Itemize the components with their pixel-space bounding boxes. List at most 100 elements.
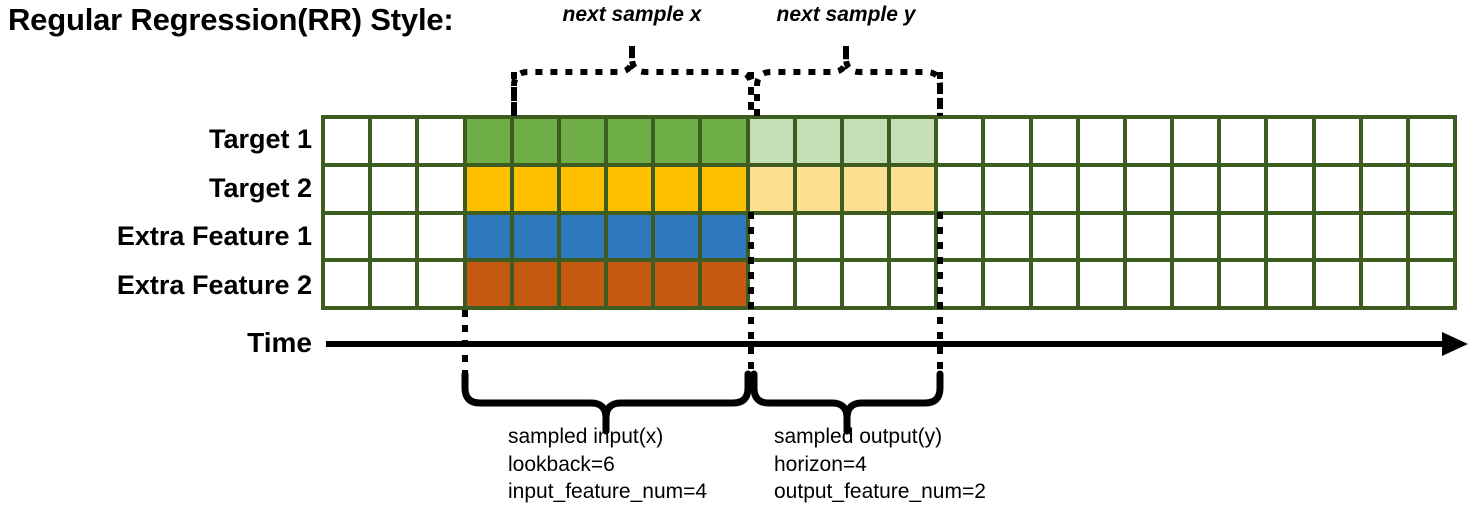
grid-cell-extra-feature-2-17-empty [1079, 262, 1123, 306]
grid-cell-target-2-8-input [655, 166, 699, 211]
grid-cell-target-2-5-input [513, 166, 557, 211]
grid-cell-target-2-7-input [608, 166, 652, 211]
grid-cell-target-1-19-empty [1174, 119, 1218, 163]
grid-cell-extra-feature-1-6-input [560, 214, 604, 259]
grid-cell-extra-feature-1-5-input [513, 214, 557, 259]
grid-cell-extra-feature-1-12-output [843, 214, 887, 259]
label-next-sample-y: next sample y [776, 3, 916, 26]
grid-cell-extra-feature-1-3-empty [419, 214, 463, 259]
grid-cell-target-2-18-empty [1126, 166, 1170, 211]
grid-cell-target-2-16-empty [1032, 166, 1076, 211]
row-label-extra-feature-2: Extra Feature 2 [116, 270, 312, 300]
time-axis-label: Time [247, 327, 312, 358]
grid-cell-extra-feature-2-15-empty [985, 262, 1029, 306]
grid-cell-target-2-15-empty [985, 166, 1029, 211]
grid-cell-target-2-20-empty [1221, 166, 1265, 211]
grid-cell-extra-feature-1-11-output [796, 214, 840, 259]
grid-cell-target-2-6-input [560, 166, 604, 211]
grid-cell-extra-feature-2-9-input [702, 262, 746, 306]
grid-cell-extra-feature-2-7-input [608, 262, 652, 306]
grid-cell-target-1-4-input [466, 119, 510, 163]
grid-cell-target-1-20-empty [1221, 119, 1265, 163]
row-label-target-2: Target 2 [208, 173, 312, 203]
grid-cell-extra-feature-2-23-empty [1362, 262, 1406, 306]
grid-cell-target-2-21-empty [1268, 166, 1312, 211]
grid-cell-extra-feature-1-14-empty [938, 214, 982, 259]
sampled-output-line-1: sampled output(y) [774, 425, 943, 448]
grid-cell-extra-feature-2-6-input [560, 262, 604, 306]
grid-cell-target-1-8-input [655, 119, 699, 163]
grid-cell-extra-feature-1-8-input [655, 214, 699, 259]
grid-cell-target-2-3-empty [419, 166, 463, 211]
grid-cell-extra-feature-1-15-empty [985, 214, 1029, 259]
brace-next-sample-x [511, 46, 754, 116]
grid-cell-target-2-22-empty [1315, 166, 1359, 211]
grid-cell-extra-feature-2-3-empty [419, 262, 463, 306]
grid-cell-extra-feature-2-24-empty [1409, 262, 1453, 306]
grid-cell-extra-feature-1-23-empty [1362, 214, 1406, 259]
label-next-sample-x: next sample x [562, 3, 702, 26]
grid-cell-extra-feature-2-8-input [655, 262, 699, 306]
grid-cell-target-1-6-input [560, 119, 604, 163]
grid-cell-extra-feature-1-7-input [608, 214, 652, 259]
grid-cell-target-2-2-empty [372, 166, 416, 211]
grid-cell-target-2-23-empty [1362, 166, 1406, 211]
grid-cell-extra-feature-2-22-empty [1315, 262, 1359, 306]
row-label-column: Target 1 Target 2 Extra Feature 1 Extra … [0, 115, 312, 310]
brace-next-sample-y [754, 46, 943, 116]
grid-cell-extra-feature-2-11-output [796, 262, 840, 306]
grid-cell-extra-feature-1-22-empty [1315, 214, 1359, 259]
grid-cell-target-2-9-input [702, 166, 746, 211]
timeline-grid [321, 115, 1457, 310]
grid-cell-target-1-7-input [608, 119, 652, 163]
grid-cell-target-2-14-empty [938, 166, 982, 211]
grid-cell-target-1-13-output [891, 119, 935, 163]
grid-cell-extra-feature-2-1-empty [325, 262, 369, 306]
grid-cell-target-1-2-empty [372, 119, 416, 163]
sampled-input-line-2: lookback=6 [508, 452, 615, 476]
grid-cell-extra-feature-2-19-empty [1174, 262, 1218, 306]
grid-cell-extra-feature-2-14-empty [938, 262, 982, 306]
grid-cell-extra-feature-2-20-empty [1221, 262, 1265, 306]
grid-cell-target-2-13-output [891, 166, 935, 211]
row-label-target-1: Target 1 [208, 124, 312, 154]
sampled-input-line-3: input_feature_num=4 [508, 480, 708, 504]
grid-cell-target-1-5-input [513, 119, 557, 163]
grid-cell-target-2-12-output [843, 166, 887, 211]
grid-cell-extra-feature-2-18-empty [1126, 262, 1170, 306]
label-sampled-output: sampled output(y) horizon=4 output_featu… [774, 423, 986, 506]
grid-cell-extra-feature-2-13-output [891, 262, 935, 306]
row-label-extra-feature-1: Extra Feature 1 [116, 221, 312, 251]
dotted-guides-top [511, 72, 943, 116]
grid-cell-extra-feature-1-21-empty [1268, 214, 1312, 259]
grid-cell-extra-feature-2-16-empty [1032, 262, 1076, 306]
grid-cell-target-1-16-empty [1032, 119, 1076, 163]
grid-cell-target-1-21-empty [1268, 119, 1312, 163]
sampled-output-line-2: horizon=4 [774, 452, 867, 476]
grid-cell-extra-feature-1-17-empty [1079, 214, 1123, 259]
grid-cell-extra-feature-1-1-empty [325, 214, 369, 259]
grid-cell-target-1-23-empty [1362, 119, 1406, 163]
grid-cell-extra-feature-1-20-empty [1221, 214, 1265, 259]
grid-cell-target-1-1-empty [325, 119, 369, 163]
grid-cell-target-1-9-input [702, 119, 746, 163]
grid-cell-extra-feature-2-5-input [513, 262, 557, 306]
grid-cell-target-1-22-empty [1315, 119, 1359, 163]
grid-cell-target-1-14-empty [938, 119, 982, 163]
page-title: Regular Regression(RR) Style: [8, 2, 454, 37]
grid-cell-extra-feature-2-21-empty [1268, 262, 1312, 306]
grid-cell-target-1-10-output [749, 119, 793, 163]
grid-cell-extra-feature-1-4-input [466, 214, 510, 259]
grid-cell-extra-feature-1-16-empty [1032, 214, 1076, 259]
grid-cell-target-1-24-empty [1409, 119, 1453, 163]
grid-cell-extra-feature-2-4-input [466, 262, 510, 306]
grid-cell-target-1-18-empty [1126, 119, 1170, 163]
time-arrow [326, 332, 1468, 356]
grid-cell-target-2-1-empty [325, 166, 369, 211]
grid-cell-target-2-4-input [466, 166, 510, 211]
grid-cell-target-1-11-output [796, 119, 840, 163]
grid-cell-target-1-12-output [843, 119, 887, 163]
grid-cell-target-2-10-output [749, 166, 793, 211]
grid-cell-extra-feature-2-2-empty [372, 262, 416, 306]
